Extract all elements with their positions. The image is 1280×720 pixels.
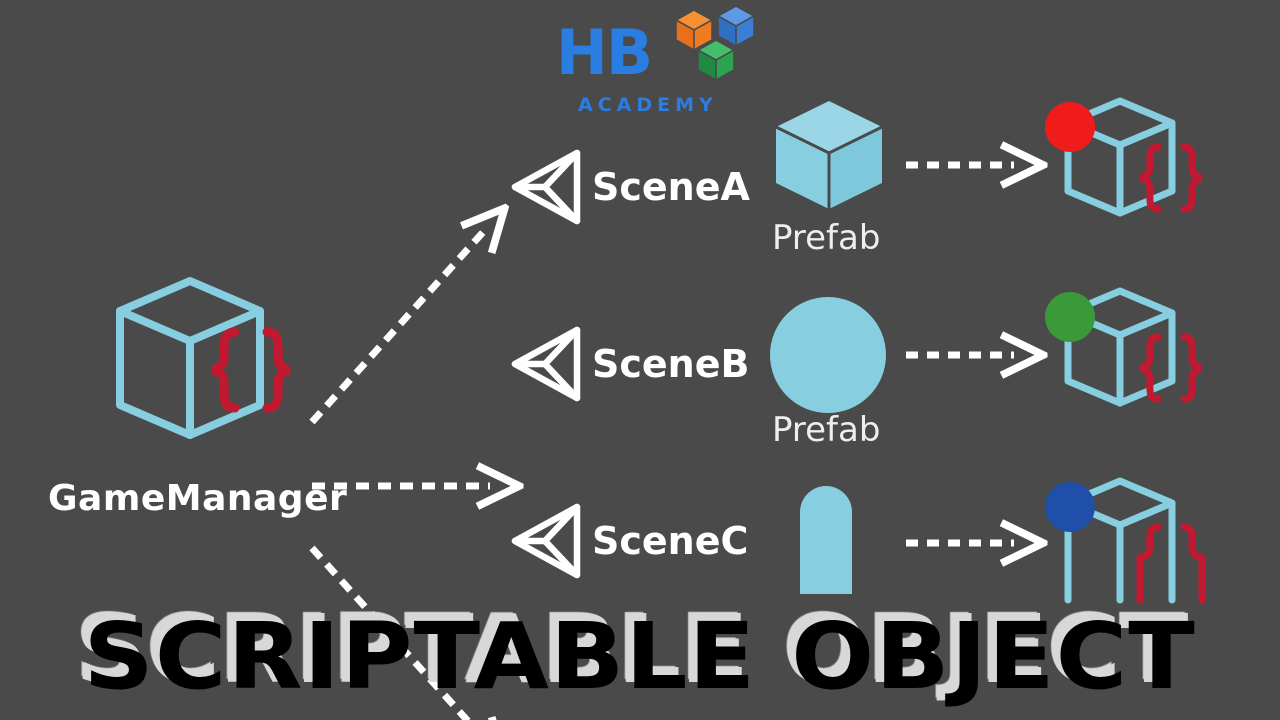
script-brace-icon xyxy=(1136,523,1206,604)
script-brace-icon xyxy=(1139,143,1203,213)
prefab-label-a: Prefab xyxy=(772,218,881,258)
scene-label-a[interactable]: SceneA xyxy=(592,165,750,209)
cube-orange-icon xyxy=(675,9,713,51)
logo-subtitle: ACADEMY xyxy=(578,94,718,116)
arrow-prefab-to-object-c xyxy=(906,526,1042,560)
unity-logo-icon-a[interactable] xyxy=(508,148,582,226)
target-object-c xyxy=(1045,477,1206,604)
red-dot xyxy=(1045,102,1095,152)
target-object-b xyxy=(1045,287,1203,407)
target-object-a xyxy=(1045,97,1203,217)
unity-logo-icon-c[interactable] xyxy=(508,502,582,580)
prefab-cube-icon[interactable] xyxy=(768,95,890,217)
prefab-capsule-icon[interactable] xyxy=(798,484,854,594)
green-dot xyxy=(1045,292,1095,342)
blue-dot xyxy=(1045,482,1095,532)
prefab-sphere-icon[interactable] xyxy=(768,295,888,415)
logo-cubes-icon xyxy=(675,5,755,81)
unity-logo-icon-b[interactable] xyxy=(508,325,582,403)
hb-academy-logo: HB ACADEMY xyxy=(556,5,755,128)
wireframe-cube-icon xyxy=(1064,97,1176,217)
cube-green-icon xyxy=(697,39,735,81)
title-banner: SCRIPTABLE OBJECT xyxy=(0,592,1280,720)
banner-title: SCRIPTABLE OBJECT xyxy=(83,602,1197,710)
source-to-scene-arrows xyxy=(309,180,530,720)
prefab-label-b: Prefab xyxy=(772,410,881,450)
script-brace-icon xyxy=(211,327,291,413)
scene-label-b[interactable]: SceneB xyxy=(592,342,750,386)
wireframe-cube-icon xyxy=(116,277,264,439)
scene-label-c[interactable]: SceneC xyxy=(592,519,749,563)
logo-wordmark: HB xyxy=(556,16,653,89)
gamemanager-icon xyxy=(116,277,291,439)
arrow-to-scene-a xyxy=(309,230,485,425)
arrow-prefab-to-object-b xyxy=(906,338,1042,372)
cube-blue-icon xyxy=(717,5,755,47)
gamemanager-label: GameManager xyxy=(48,478,348,519)
arrow-prefab-to-object-a xyxy=(906,148,1042,182)
script-brace-icon xyxy=(1139,333,1203,403)
wireframe-cube-icon xyxy=(1064,287,1176,407)
